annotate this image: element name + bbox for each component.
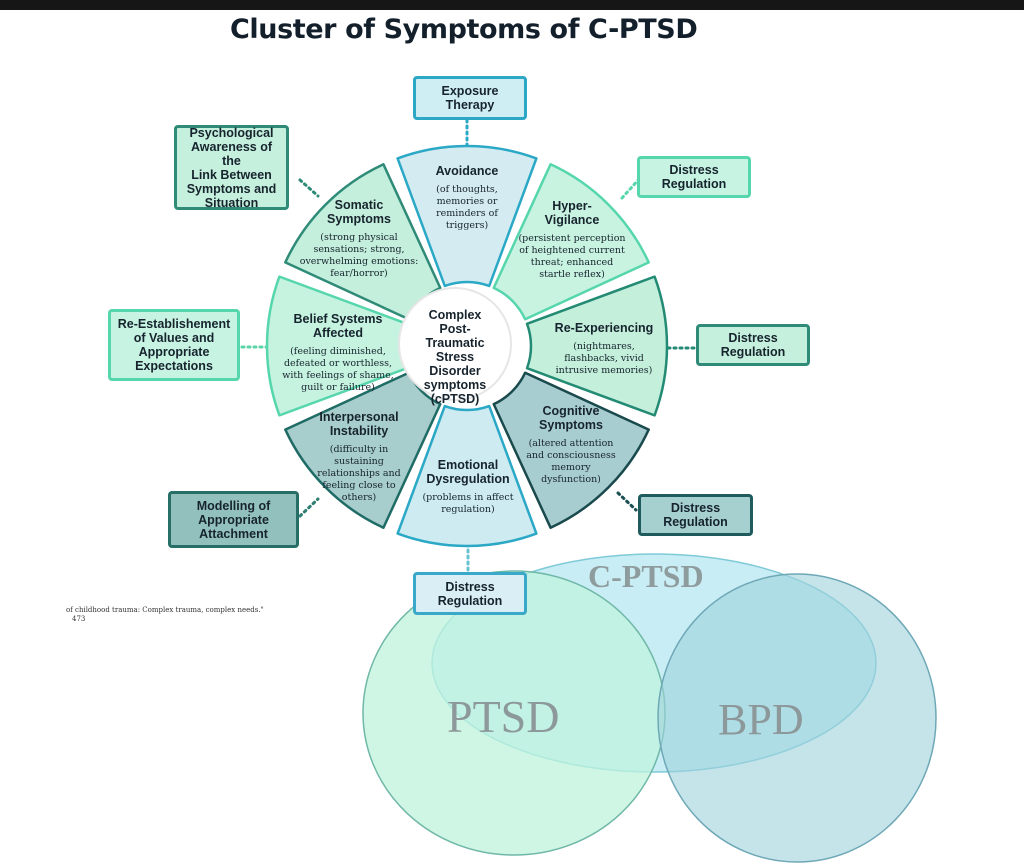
- segment-hypervigilance-desc: (persistent perception of heightened cur…: [518, 233, 626, 280]
- segment-belief-title: Belief Systems Affected: [293, 312, 383, 340]
- segment-somatic-title: Somatic Symptoms: [327, 198, 391, 226]
- center-line-3: Stress Disorder: [429, 350, 481, 378]
- segment-hypervigilance-title: Hyper-Vigilance: [544, 199, 600, 227]
- box-psych-line-5: Situation: [204, 195, 259, 210]
- box-distress-cog-line-1: Distress: [670, 501, 721, 515]
- segment-cognitive-desc: (altered attention and consciousness mem…: [526, 438, 616, 485]
- box-psych-line-1: Psychological: [189, 125, 274, 140]
- box-distress-emo-line-1: Distress: [445, 579, 495, 594]
- center-line-4: symptoms: [423, 378, 487, 392]
- segment-emotional-title: Emotional Dysregulation: [426, 458, 510, 486]
- wheel-segment-cognitive: [492, 371, 650, 529]
- segment-reexperiencing-desc: (nightmares, flashbacks, vivid intrusive…: [555, 341, 653, 376]
- venn-label-cptsd: C-PTSD: [588, 558, 704, 594]
- box-exposure-line-2: Therapy: [445, 98, 495, 112]
- segment-reexperiencing: Re-Experiencing (nightmares, flashbacks,…: [546, 321, 662, 377]
- segment-avoidance: Avoidance (of thoughts, memories or remi…: [425, 164, 509, 232]
- box-distress-hyper-line-2: Regulation: [661, 177, 727, 191]
- segment-reexperiencing-title: Re-Experiencing: [554, 321, 654, 335]
- venn-label-ptsd: PTSD: [447, 691, 560, 742]
- segment-interpersonal-title: Interpersonal Instability: [319, 410, 399, 438]
- box-psych-line-3: Link Between: [191, 167, 272, 182]
- segment-cognitive-title: Cognitive Symptoms: [539, 404, 603, 432]
- footnote: of childhood trauma: Complex trauma, com…: [66, 606, 264, 624]
- segment-interpersonal-desc: (difficulty in sustaining relationships …: [317, 444, 401, 503]
- box-reestablish-line-3: Appropriate: [138, 345, 210, 359]
- segment-emotional: Emotional Dysregulation (problems in aff…: [422, 458, 514, 516]
- center-label: Complex Post-Traumatic Stress Disorder s…: [410, 308, 500, 406]
- center-line-1: Complex: [428, 308, 482, 322]
- segment-belief: Belief Systems Affected (feeling diminis…: [280, 312, 396, 394]
- center-line-2: Post-Traumatic: [425, 322, 485, 350]
- box-modelling-line-3: Attachment: [199, 526, 268, 541]
- wheel-segment-emotional: [396, 404, 538, 548]
- wheel-segment-hypervigilance: [492, 163, 650, 321]
- segment-belief-desc: (feeling diminished, defeated or worthle…: [282, 346, 394, 393]
- segment-avoidance-title: Avoidance: [435, 164, 499, 178]
- segment-cognitive: Cognitive Symptoms (altered attention an…: [516, 404, 626, 486]
- wheel-segment-interpersonal: [284, 371, 442, 529]
- diagram-title: Cluster of Symptoms of C-PTSD: [230, 14, 698, 45]
- venn-label-bpd: BPD: [718, 695, 804, 744]
- segment-somatic-desc: (strong physical sensations; strong, ove…: [299, 232, 419, 279]
- venn-diagram: [362, 553, 937, 863]
- segment-emotional-desc: (problems in affect regulation): [422, 492, 514, 515]
- segment-interpersonal: Interpersonal Instability (difficulty in…: [306, 410, 412, 504]
- box-psych-line-4: Symptoms and: [186, 181, 277, 196]
- box-distress-cog-line-2: Regulation: [663, 515, 728, 529]
- symptom-wheel: [265, 144, 669, 548]
- box-distress-hyper-line-1: Distress: [669, 163, 719, 177]
- connector-modelling: [298, 497, 320, 518]
- box-distress-reexp-line-2: Regulation: [720, 345, 786, 359]
- connector-distress-hyper: [620, 176, 642, 200]
- box-reestablish-line-4: Expectations: [135, 359, 213, 373]
- connector-distress-cog: [616, 491, 638, 512]
- wheel-segment-avoidance: [396, 144, 538, 288]
- center-circle: [398, 287, 512, 401]
- box-reestablish-line-2: of Values and: [133, 331, 215, 345]
- segment-avoidance-desc: (of thoughts, memories or reminders of t…: [436, 184, 498, 231]
- segment-somatic: Somatic Symptoms (strong physical sensat…: [298, 198, 420, 280]
- center-line-5: (cPTSD): [430, 392, 480, 406]
- box-exposure-line-1: Exposure: [441, 84, 499, 98]
- venn-bpd-circle: [657, 573, 937, 863]
- top-bar: [0, 0, 1024, 10]
- box-psych-line-2: Awareness of the: [190, 139, 273, 168]
- box-distress-emo-line-2: Regulation: [437, 593, 503, 608]
- box-distress-reexp-line-1: Distress: [728, 331, 778, 345]
- wheel-segment-reexperiencing: [525, 275, 669, 417]
- box-reestablish-line-1: Re-Establishement: [117, 317, 231, 331]
- connector-psychological: [298, 178, 320, 198]
- footnote-line-2: 473: [72, 615, 86, 623]
- box-modelling-line-2: Appropriate: [198, 512, 269, 527]
- box-modelling-line-1: Modelling of: [196, 498, 271, 513]
- segment-hypervigilance: Hyper-Vigilance (persistent perception o…: [517, 199, 627, 281]
- footnote-line-1: of childhood trauma: Complex trauma, com…: [66, 606, 264, 614]
